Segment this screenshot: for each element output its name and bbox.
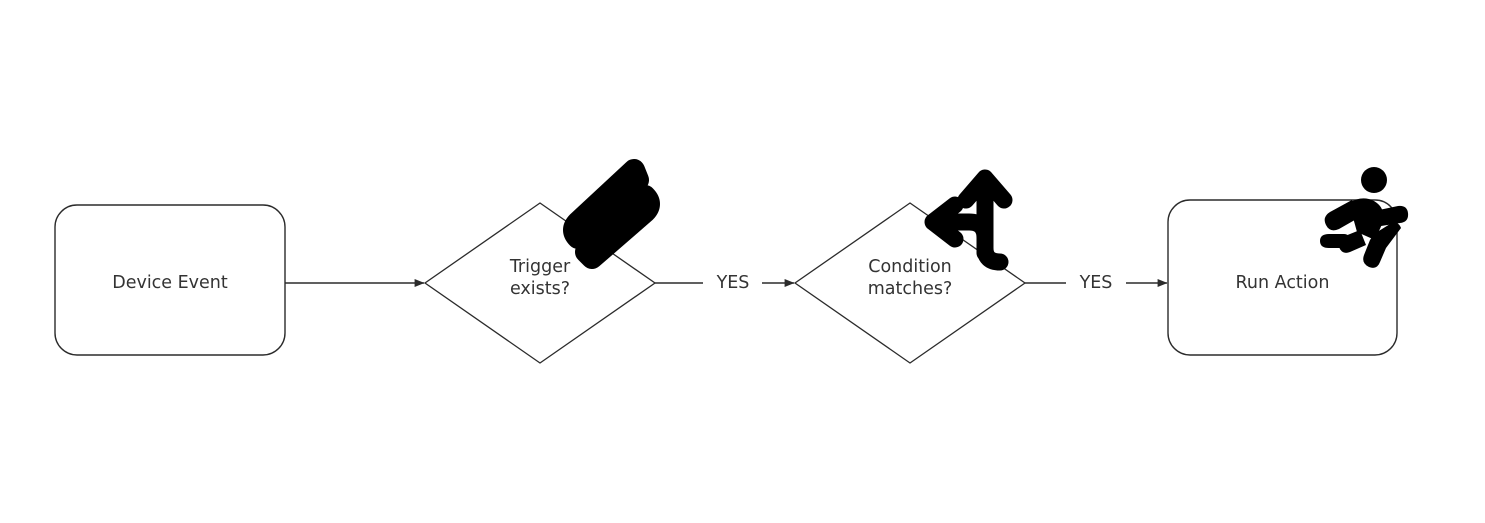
node-condition-matches[interactable] [793,202,1027,364]
node-run-action[interactable] [1167,199,1398,356]
edge-label-yes-2: YES [1079,273,1113,293]
node-trigger-exists[interactable] [423,202,657,364]
node-device-event[interactable] [54,204,286,356]
edge-label-yes-1: YES [716,273,750,293]
